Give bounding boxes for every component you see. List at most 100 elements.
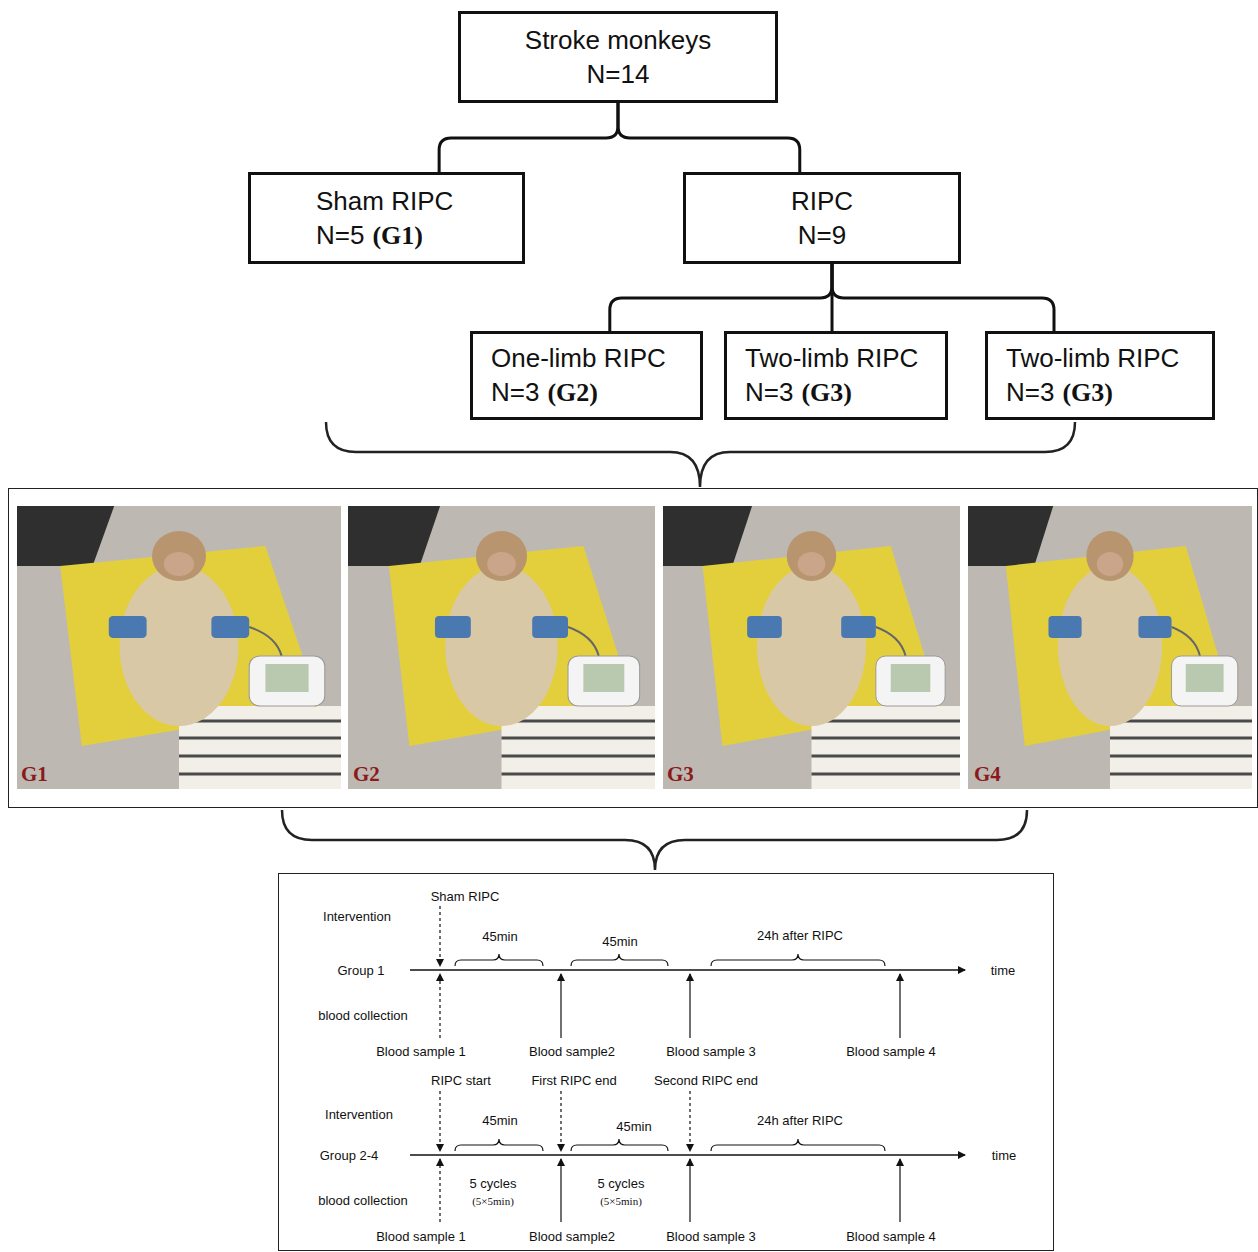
timeline-text: Blood sample 4 (846, 1230, 936, 1244)
box-text: (G3) (801, 378, 852, 407)
sample-arrow (899, 974, 900, 1038)
group-label: G1 (21, 764, 48, 785)
text-line: N=3 (G3) (745, 375, 918, 410)
time-axis (410, 969, 965, 971)
interval-brace (571, 954, 668, 966)
box-text: N=3 (491, 377, 539, 407)
brace (282, 810, 1027, 870)
timeline-text: time (991, 964, 1016, 978)
timeline-text: Group 1 (338, 964, 385, 978)
timeline-text: Blood sample 3 (666, 1045, 756, 1059)
box-text: N=3 (1006, 377, 1054, 407)
timeline-text: blood collection (318, 1009, 408, 1023)
timeline-text: Second RIPC end (654, 1074, 758, 1088)
text-line: N=3 (G2) (491, 375, 666, 410)
group-label: G3 (667, 764, 694, 785)
text-line: N=5 (G1) (316, 218, 453, 253)
box-text: (G2) (547, 378, 598, 407)
timeline-text: 5 cycles (470, 1177, 517, 1191)
intervention-arrow (439, 1091, 440, 1151)
intervention-arrow (560, 1091, 561, 1151)
group-label: G2 (353, 764, 380, 785)
timeline-text: 24h after RIPC (757, 1114, 843, 1128)
timeline-text: First RIPC end (531, 1074, 616, 1088)
interval-brace (455, 1139, 543, 1151)
timeline-text: Intervention (323, 910, 391, 924)
interval-brace (711, 1139, 885, 1151)
text-line: Stroke monkeys (525, 23, 711, 57)
group-label: G4 (974, 764, 1001, 785)
photo (968, 506, 1252, 789)
box-text-group: Sham RIPC N=5 (G1) (316, 184, 453, 253)
box-text: Two-limb RIPC (745, 343, 918, 373)
timeline-text: Group 2-4 (320, 1149, 379, 1163)
box-text: (G1) (372, 221, 423, 250)
timeline-text: 45min (482, 930, 517, 944)
text-line: RIPC (791, 184, 853, 218)
box-text: N=9 (798, 220, 846, 250)
timeline-text: 45min (482, 1114, 517, 1128)
box-text: Stroke monkeys (525, 25, 711, 55)
process-box: One-limb RIPC N=3 (G2) (470, 331, 703, 420)
timeline-text: 45min (616, 1120, 651, 1134)
sample-arrow (689, 974, 690, 1038)
sample-arrow (439, 974, 440, 1038)
sample-arrow (899, 1159, 900, 1222)
box-text: RIPC (791, 186, 853, 216)
box-text: N=5 (316, 220, 364, 250)
text-line: One-limb RIPC (491, 341, 666, 375)
box-text-group: Two-limb RIPC N=3 (G3) (745, 341, 918, 410)
process-box: Two-limb RIPC N=3 (G3) (724, 331, 948, 420)
text-line: Two-limb RIPC (1006, 341, 1179, 375)
intervention-arrow (439, 906, 440, 966)
box-text-group: Stroke monkeysN=14 (525, 23, 711, 91)
tree-connector (610, 264, 832, 331)
photo (17, 506, 341, 789)
timeline-text: Blood sample2 (529, 1045, 615, 1059)
tree-connector (439, 103, 618, 172)
timeline-text: Blood sample 1 (376, 1230, 466, 1244)
image-panel: Sham RIPC Intervention 45min 45min 24h after… (278, 873, 1054, 1251)
timeline-text: (5×5min) (472, 1195, 514, 1207)
box-text: N=3 (745, 377, 793, 407)
process-box: Stroke monkeysN=14 (458, 11, 778, 103)
intervention-arrow (689, 1091, 690, 1151)
timeline-text: Sham RIPC (431, 890, 500, 904)
box-text: N=14 (587, 59, 650, 89)
box-text-group: One-limb RIPC N=3 (G2) (491, 341, 666, 410)
timeline-text: Blood sample 1 (376, 1045, 466, 1059)
box-text-group: Two-limb RIPC N=3 (G3) (1006, 341, 1179, 410)
box-text: (G3) (1062, 378, 1113, 407)
process-box: RIPC N=9 (683, 172, 961, 264)
sample-arrow (439, 1159, 440, 1222)
box-text: Two-limb RIPC (1006, 343, 1179, 373)
text-line: Two-limb RIPC (745, 341, 918, 375)
interval-brace (711, 954, 885, 966)
text-line: N=9 (791, 218, 853, 252)
text-line: N=3 (G3) (1006, 375, 1179, 410)
photo (348, 506, 655, 789)
box-text: Sham RIPC (316, 186, 453, 216)
timeline-text: Blood sample 4 (846, 1045, 936, 1059)
timeline-text: Blood sample2 (529, 1230, 615, 1244)
timeline-text: 45min (602, 935, 637, 949)
timeline-text: RIPC start (431, 1074, 491, 1088)
tree-connector (618, 103, 800, 172)
timeline-text: blood collection (318, 1194, 408, 1208)
box-text: One-limb RIPC (491, 343, 666, 373)
photo (663, 506, 960, 789)
box-text-group: RIPC N=9 (791, 184, 853, 252)
text-line: N=14 (525, 57, 711, 91)
sample-arrow (560, 974, 561, 1038)
tree-connector (832, 264, 1054, 331)
timeline-text: Blood sample 3 (666, 1230, 756, 1244)
brace (326, 422, 1075, 487)
interval-brace (455, 954, 543, 966)
time-axis (410, 1154, 965, 1156)
timeline-text: 5 cycles (598, 1177, 645, 1191)
process-box: Two-limb RIPC N=3 (G3) (985, 331, 1215, 420)
timeline-text: (5×5min) (600, 1195, 642, 1207)
